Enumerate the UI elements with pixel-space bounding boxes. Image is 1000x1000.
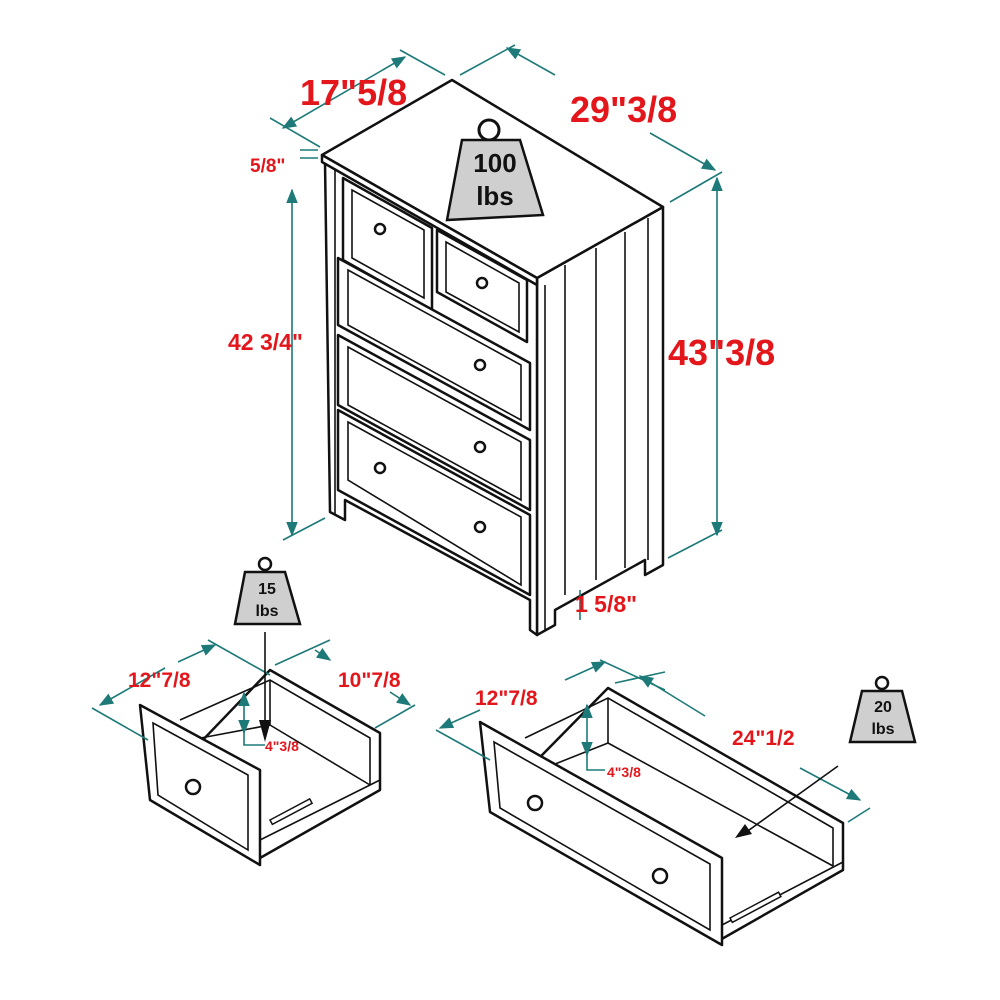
- weight-15-unit: lbs: [255, 603, 278, 620]
- weight-100-unit: lbs: [476, 181, 514, 211]
- chest-depth-label: 17"5/8: [300, 72, 407, 113]
- large-drawer-width-label: 12"7/8: [475, 687, 538, 710]
- chest-leg-height-label: 1 5/8": [575, 591, 637, 617]
- weight-icon: 20 lbs: [848, 675, 917, 744]
- load-arrow: [744, 765, 839, 834]
- small-drawer-drawing: [138, 668, 382, 867]
- chest-top-thickness-label: 5/8": [250, 156, 285, 177]
- weight-15-value: 15: [258, 581, 276, 598]
- drawer-4: [336, 408, 532, 597]
- large-drawer-front: [478, 720, 724, 947]
- chest-total-height-label: 43"3/8: [668, 332, 775, 373]
- chest-width-label: 29"3/8: [570, 89, 677, 130]
- large-drawer-depth-label: 24"1/2: [732, 727, 795, 750]
- small-drawer-depth-label: 10"7/8: [338, 669, 401, 692]
- large-drawer-height-label: 4"3/8: [607, 764, 641, 780]
- weight-20-unit: lbs: [871, 721, 894, 738]
- chest-drawers: [336, 176, 532, 597]
- small-drawer-height-label: 4"3/8: [265, 738, 299, 754]
- small-drawer-dimension-lines: [91, 632, 416, 746]
- weight-100-value: 100: [473, 148, 516, 178]
- chest-dimension-lines: [269, 44, 723, 620]
- weight-icon: 15 lbs: [233, 556, 302, 626]
- drawer-3: [336, 333, 532, 512]
- chest-inner-height-label: 42 3/4": [228, 329, 303, 355]
- large-drawer-drawing: [478, 686, 845, 947]
- large-drawer-dimension-lines: [435, 659, 871, 838]
- chest-side-panel: [535, 205, 665, 637]
- weight-icon: 100 lbs: [445, 118, 545, 222]
- weight-20-value: 20: [874, 699, 892, 716]
- drawer-2: [336, 256, 532, 432]
- small-drawer-width-label: 12"7/8: [128, 669, 191, 692]
